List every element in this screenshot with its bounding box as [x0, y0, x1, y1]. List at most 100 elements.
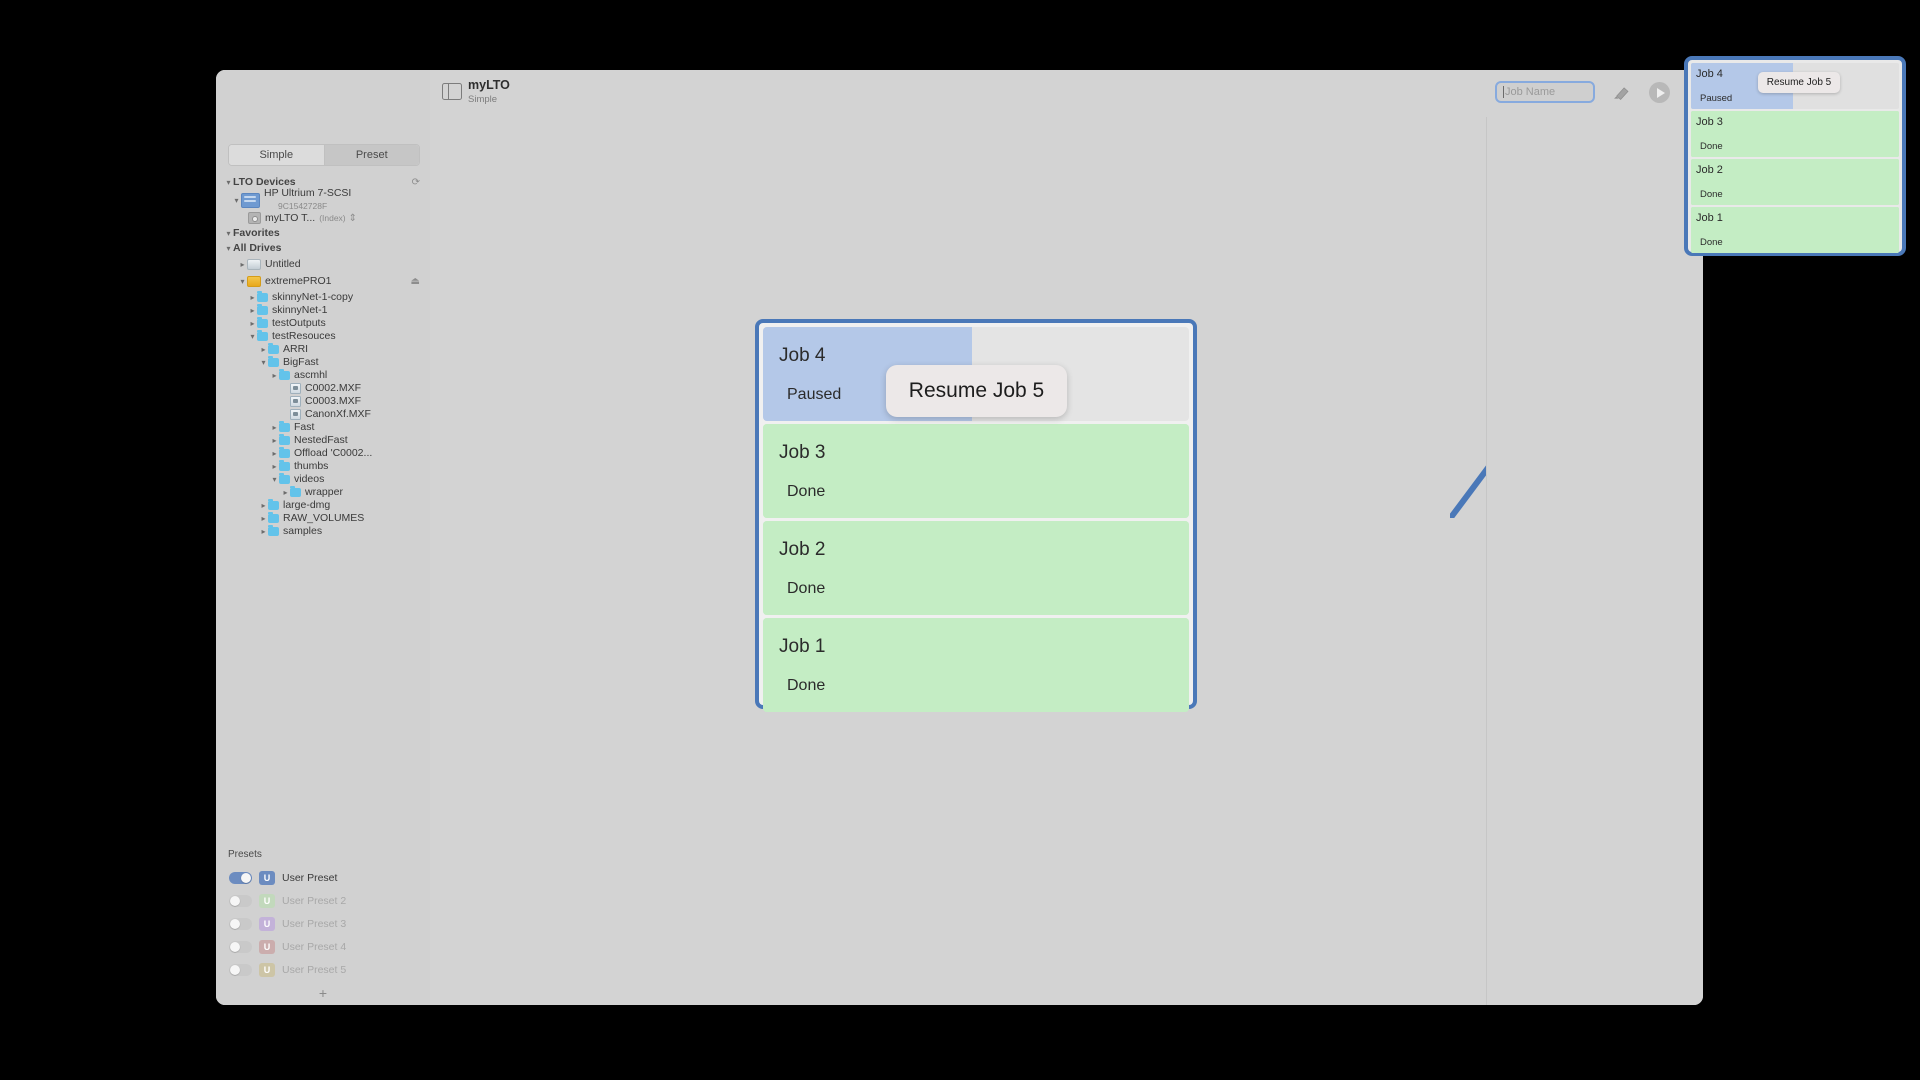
tree-item-label: testOutputs [272, 317, 326, 329]
add-preset-button[interactable]: + [318, 985, 328, 1001]
chevron-right-icon[interactable]: ▸ [250, 293, 255, 302]
tree-item-hp-ultrium[interactable]: ▾ HP Ultrium 7-SCSI 9C1542728F [216, 187, 430, 211]
chevron-right-icon[interactable]: ▸ [272, 423, 277, 432]
tree-item-mylto-tape[interactable]: myLTO T... (Index) ⇕ [216, 210, 430, 226]
chevron-right-icon[interactable]: ▸ [272, 371, 277, 380]
minimap-tooltip-resume-job: Resume Job 5 [1758, 72, 1840, 93]
device-serial: 9C1542728F [278, 201, 328, 211]
chevron-right-icon[interactable]: ▸ [261, 527, 266, 536]
tree-item-raw-volumes[interactable]: ▸RAW_VOLUMES [216, 511, 430, 525]
tree-item-label: C0002.MXF [305, 382, 362, 394]
job-status: Paused [1700, 93, 1733, 104]
chevron-right-icon[interactable]: ▸ [272, 462, 277, 471]
chevron-down-icon[interactable]: ▾ [272, 475, 277, 484]
tree-item-samples[interactable]: ▸ samples [216, 524, 430, 538]
preset-toggle-5[interactable] [229, 963, 252, 976]
tree-item-testresouces[interactable]: ▾testResouces [216, 329, 430, 343]
segment-simple[interactable]: Simple [229, 145, 324, 165]
tree-rows: ▸skinnyNet-1-copy▸skinnyNet-1▸testOutput… [216, 290, 430, 538]
chevron-right-icon[interactable]: ▸ [240, 259, 245, 269]
tree-group-all-drives[interactable]: ▾ All Drives [216, 241, 430, 256]
right-gutter [1486, 117, 1703, 1005]
tree-group-favorites[interactable]: ▾ Favorites [216, 226, 430, 241]
tree-item-label: CanonXf.MXF [305, 408, 371, 420]
preset-toggle-1[interactable] [229, 871, 252, 884]
sidebar-layout-icon[interactable] [442, 83, 462, 100]
view-mode-segmented-control[interactable]: Simple Preset [228, 144, 420, 166]
chevron-right-icon[interactable]: ▸ [250, 319, 255, 328]
preset-toggle-2[interactable] [229, 894, 252, 907]
tree-item-large-dmg[interactable]: ▸large-dmg [216, 498, 430, 512]
tree-item-bigfast[interactable]: ▾BigFast [216, 355, 430, 369]
chevron-down-icon[interactable]: ▾ [250, 332, 255, 341]
tree-item-label: Offload 'C0002... [294, 447, 373, 459]
tree-item-videos[interactable]: ▾ videos [216, 472, 430, 486]
tree-item-label: videos [294, 473, 325, 485]
tree-item-untitled[interactable]: ▸ Untitled [216, 256, 430, 272]
chevron-down-icon[interactable]: ▾ [226, 244, 231, 253]
chevron-right-icon[interactable]: ▸ [250, 306, 255, 315]
job-progress-fill [1691, 207, 1899, 253]
eject-icon[interactable]: ⏏ [410, 276, 420, 287]
tree-item-canonxf-mxf[interactable]: CanonXf.MXF [216, 408, 430, 421]
refresh-icon[interactable]: ⟳ [411, 177, 420, 188]
eraser-icon[interactable] [1611, 84, 1631, 101]
preset-row-1[interactable]: U User Preset [216, 866, 430, 889]
tree-item-c0002-mxf[interactable]: C0002.MXF [216, 382, 430, 395]
chevron-right-icon[interactable]: ▸ [283, 488, 288, 497]
preset-toggle-4[interactable] [229, 940, 252, 953]
chevron-right-icon[interactable]: ▸ [261, 514, 266, 523]
mxf-file-icon [290, 383, 301, 394]
page-subtitle: Simple [468, 94, 498, 105]
tree-item-offload-c0002[interactable]: ▸ Offload 'C0002... [216, 446, 430, 460]
tree-item-extremepro1[interactable]: ▾ extremePRO1 ⏏ [216, 272, 430, 291]
preset-label-1: User Preset [282, 871, 338, 884]
job-name-input[interactable]: Job Name [1495, 81, 1595, 103]
sidebar: Simple Preset ▾ LTO Devices ⟳ ▾ HP Ultri… [216, 70, 431, 1005]
tree-group-lto-devices[interactable]: ▾ LTO Devices ⟳ [216, 175, 430, 190]
chevron-right-icon[interactable]: ▸ [272, 449, 277, 458]
tree-item-fast[interactable]: ▸Fast [216, 420, 430, 434]
chevron-down-icon[interactable]: ▾ [261, 358, 266, 367]
job-progress-fill [763, 521, 1189, 615]
tree-item-thumbs[interactable]: ▸thumbs [216, 459, 430, 473]
job-progress-fill [763, 424, 1189, 518]
chevron-down-icon[interactable]: ▾ [226, 229, 231, 238]
chevron-right-icon[interactable]: ▸ [272, 436, 277, 445]
tree-item-nestedfast[interactable]: ▸NestedFast [216, 433, 430, 447]
run-job-button[interactable] [1649, 82, 1670, 103]
job-name-placeholder: Job Name [1505, 86, 1556, 98]
preset-toggle-3[interactable] [229, 917, 252, 930]
tree-item-skinnynet-1-copy[interactable]: ▸skinnyNet-1-copy [216, 290, 430, 304]
segment-preset[interactable]: Preset [323, 145, 419, 165]
chevron-right-icon[interactable]: ▸ [261, 501, 266, 510]
tree-item-label: samples [283, 525, 323, 537]
tree-item-c0003-mxf[interactable]: C0003.MXF [216, 395, 430, 408]
chevron-right-icon[interactable]: ▸ [261, 345, 266, 354]
chevron-down-icon[interactable]: ▾ [234, 195, 239, 205]
tree-item-wrapper[interactable]: ▸wrapper [216, 485, 430, 499]
tree-item-testoutputs[interactable]: ▸ testOutputs [216, 316, 430, 330]
chevron-down-icon[interactable]: ▾ [240, 277, 245, 286]
chevron-down-icon[interactable]: ▾ [226, 178, 231, 187]
preset-badge-4: U [259, 939, 275, 954]
preset-badge-1: U [259, 870, 275, 885]
tree-item-skinnynet-1[interactable]: ▸skinnyNet-1 [216, 303, 430, 317]
sort-arrows-icon[interactable]: ⇕ [348, 212, 358, 224]
tree-item-ascmhl[interactable]: ▸ascmhl [216, 368, 430, 382]
tree-item-arri[interactable]: ▸ARRI [216, 342, 430, 356]
